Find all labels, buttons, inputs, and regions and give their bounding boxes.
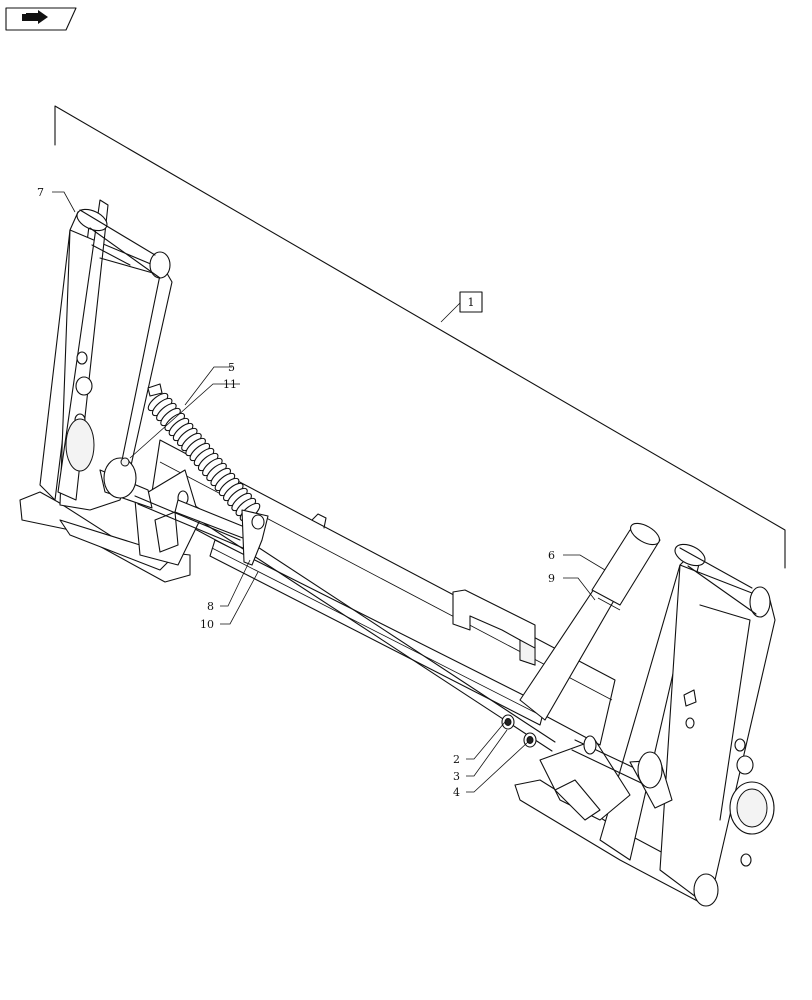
callout-5: 5: [228, 361, 235, 374]
callout-10: 10: [200, 618, 214, 631]
callout-leaders: [52, 191, 606, 793]
spring: [147, 383, 269, 566]
stop-plate: [452, 589, 536, 666]
left-mount-frame: [19, 199, 253, 583]
callout-6: 6: [548, 549, 555, 562]
assembly-label: 1: [468, 296, 475, 309]
callout-11: 11: [223, 378, 237, 391]
callout-3: 3: [453, 770, 460, 783]
assembly-bracket: [54, 105, 786, 569]
grease-fitting-2: [523, 732, 537, 748]
next-page-button[interactable]: [5, 7, 77, 31]
callout-7: 7: [37, 186, 44, 199]
handle: [519, 522, 661, 721]
grease-fitting-1: [501, 714, 515, 730]
assembly-label-box: 1: [440, 291, 483, 323]
forward-arrow-icon: [22, 10, 48, 24]
callout-9: 9: [548, 572, 555, 585]
callout-4: 4: [453, 786, 460, 799]
callout-2: 2: [453, 753, 460, 766]
callout-8: 8: [207, 600, 214, 613]
tube-tab: [311, 513, 327, 529]
right-mount-frame: [514, 543, 776, 907]
